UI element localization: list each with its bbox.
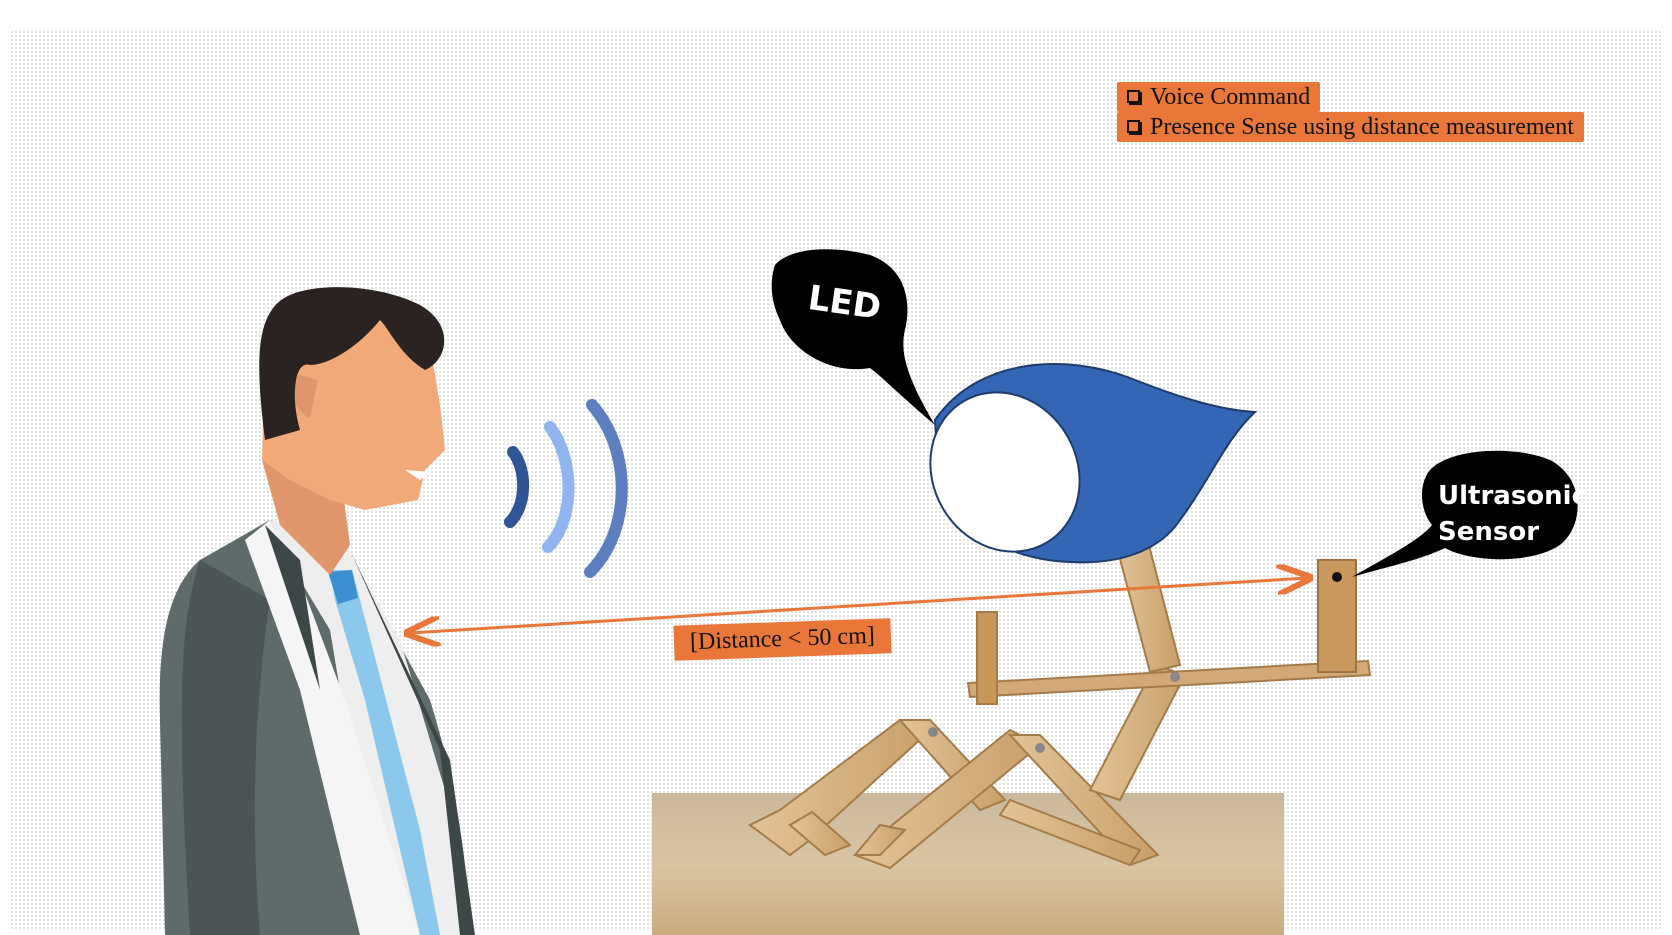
- led-callout-bubble: [771, 249, 935, 425]
- desk-lamp: [748, 363, 1372, 870]
- sensor-label-line1: Ultrasonic: [1438, 481, 1587, 511]
- lamp-base: [748, 663, 1187, 870]
- person-hair: [259, 287, 445, 440]
- checkbox-icon: [1127, 90, 1140, 103]
- person-lapel: [265, 525, 320, 690]
- lamp-bulb: [929, 391, 1081, 553]
- person-ear: [292, 375, 318, 418]
- distance-arrow: [410, 578, 1307, 633]
- person-speaking: [159, 287, 475, 935]
- legend-item-label: Voice Command: [1150, 84, 1311, 110]
- legend-item-voice-command: Voice Command: [1117, 82, 1321, 112]
- person-jacket-shade: [181, 560, 270, 935]
- person-tie: [330, 570, 440, 935]
- sensor-dot: [1332, 572, 1342, 582]
- checkbox-icon: [1127, 120, 1140, 133]
- table-surface: [652, 793, 1284, 935]
- legend-item-label: Presence Sense using distance measuremen…: [1150, 114, 1574, 140]
- sensor-label-line2: Sensor: [1438, 517, 1540, 547]
- lamp-arm-left-post: [976, 611, 998, 705]
- person-tie-knot: [328, 570, 358, 604]
- legend-item-presence-sense: Presence Sense using distance measuremen…: [1117, 112, 1584, 142]
- lamp-arm: [966, 659, 1372, 699]
- person-lapel-right: [350, 550, 475, 935]
- sound-waves-icon: [504, 399, 628, 578]
- sensor-callout-label: Ultrasonic Sensor: [1438, 478, 1587, 550]
- person-mouth: [405, 470, 432, 480]
- sensor-callout-bubble: [1352, 450, 1578, 577]
- person-shirt-left: [245, 520, 420, 935]
